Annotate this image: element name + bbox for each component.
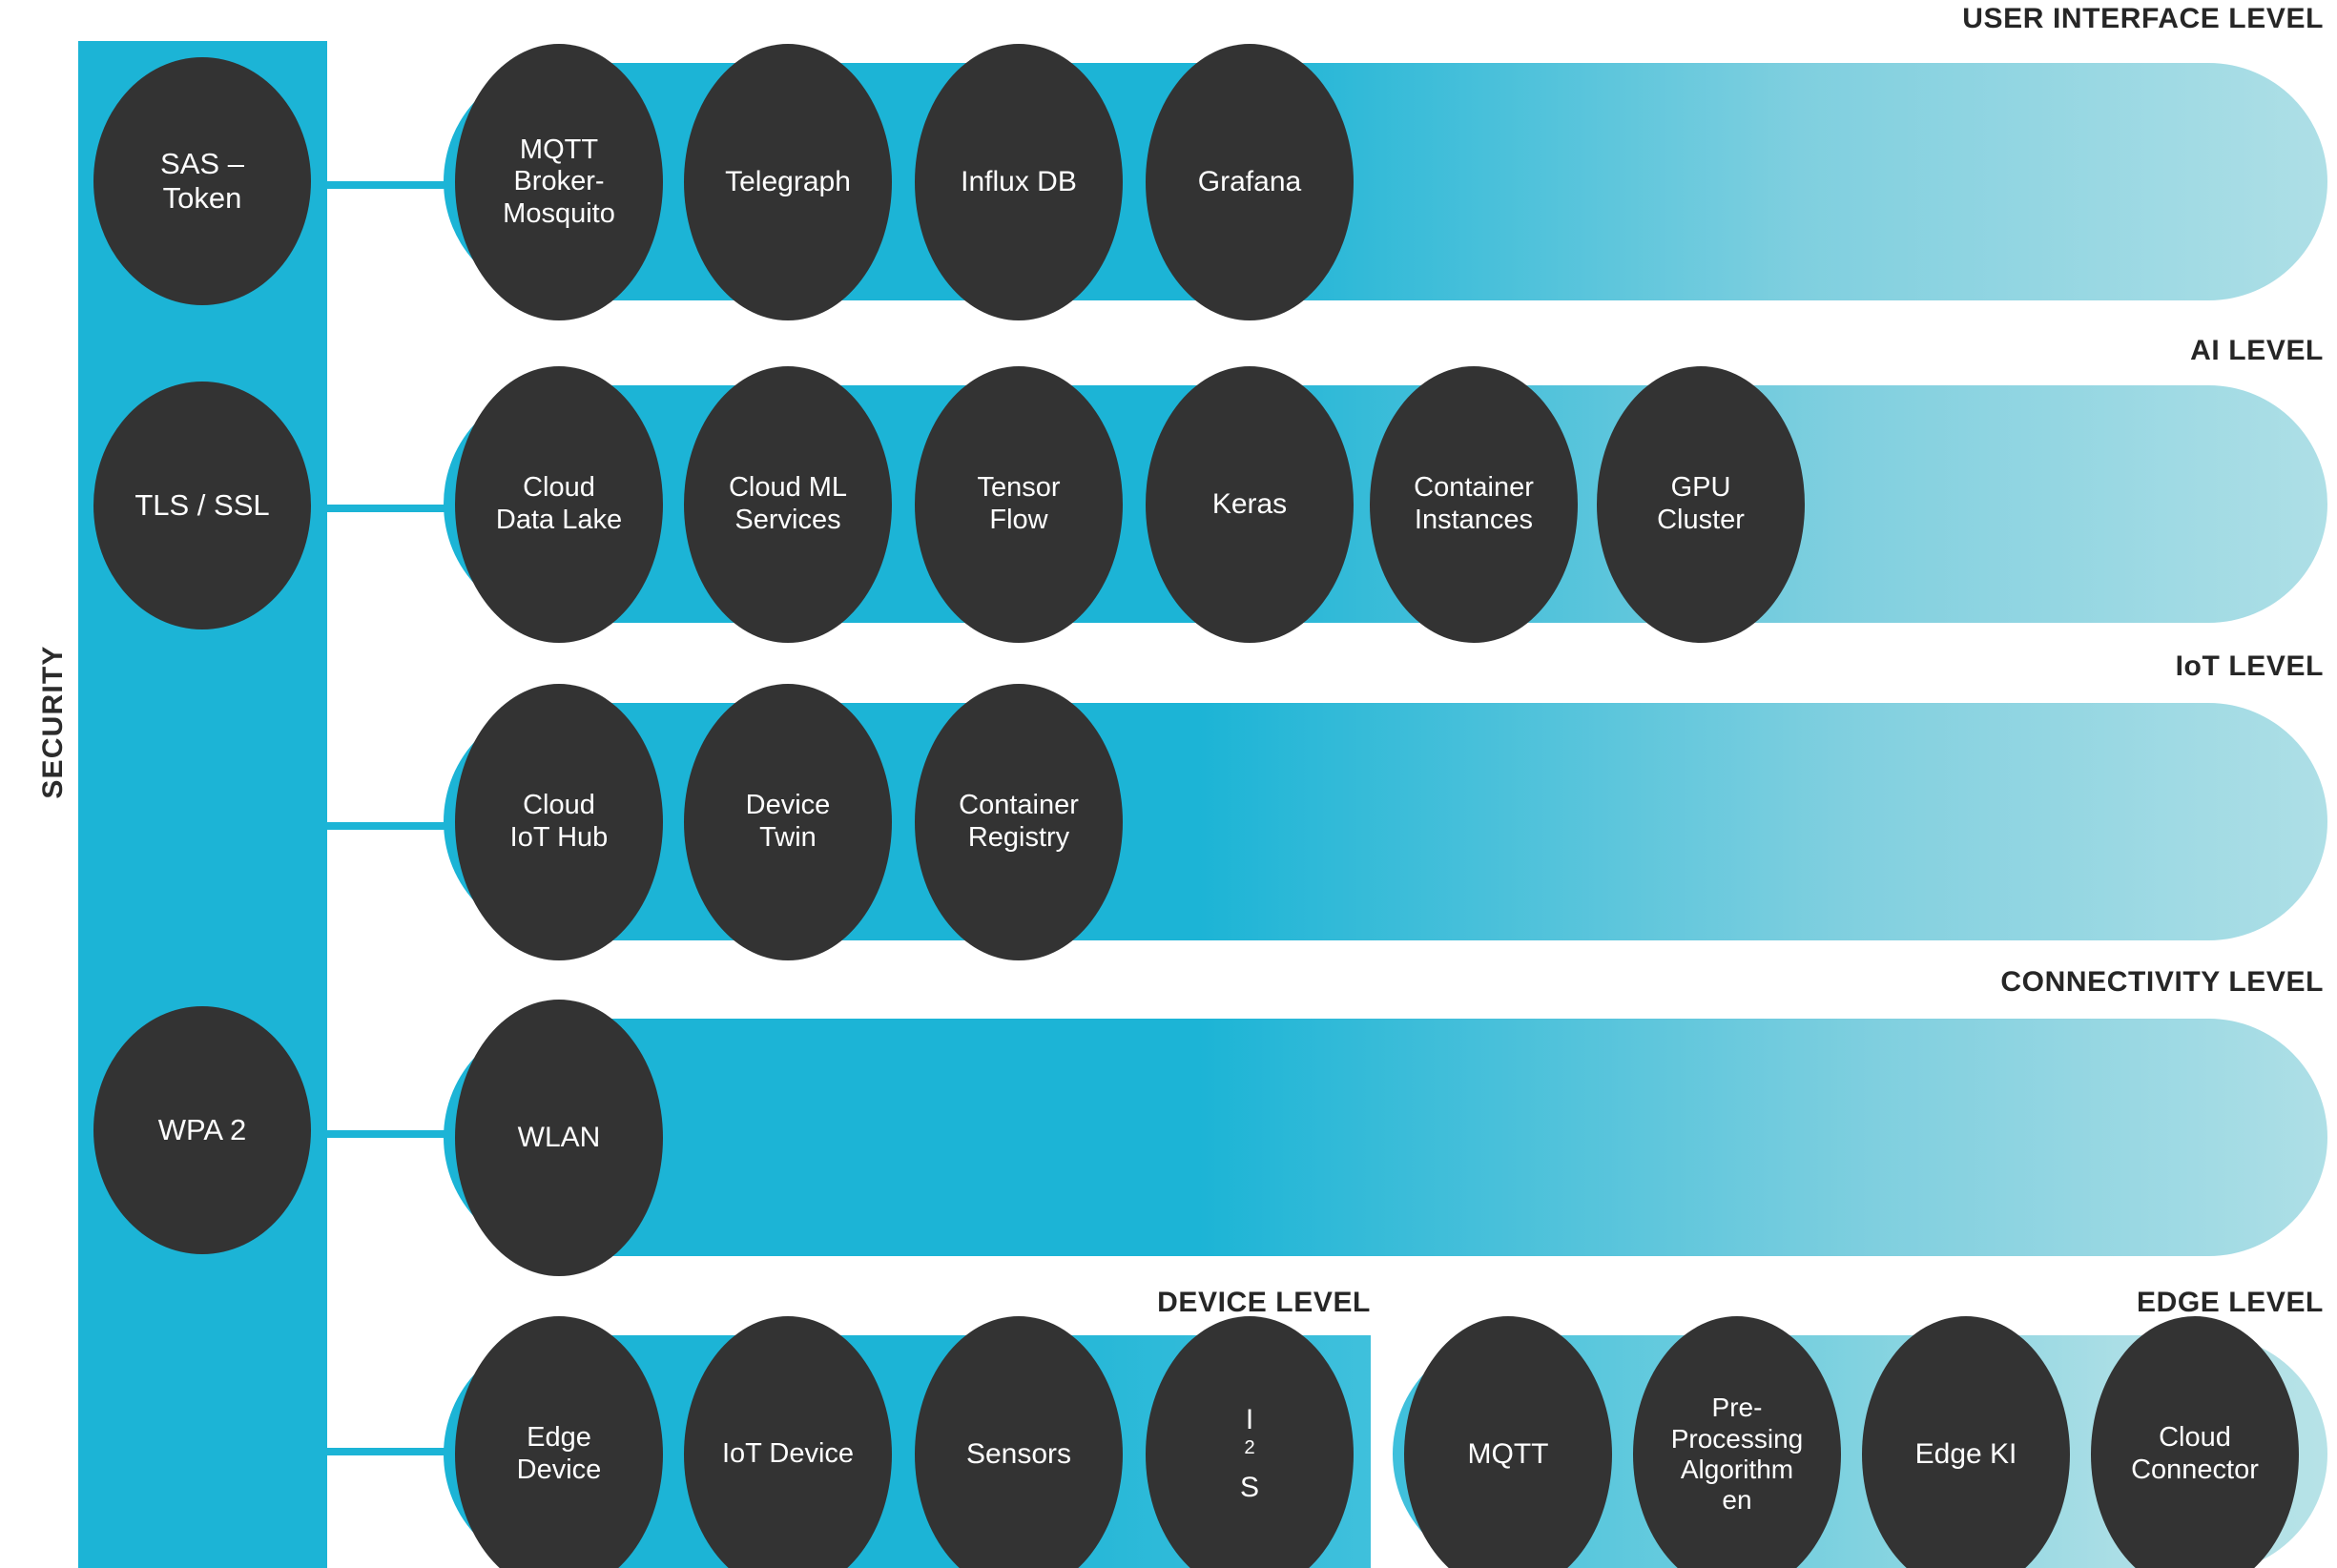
node-cloud-ml-services[interactable]: Cloud ML Services xyxy=(684,366,892,643)
security-label-text: SECURITY xyxy=(37,645,69,799)
node-influx-db[interactable]: Influx DB xyxy=(915,44,1123,320)
node-line-1: Edge xyxy=(527,1422,591,1454)
node-mqtt-broker-mosquito[interactable]: MQTT Broker- Mosquito xyxy=(455,44,663,320)
level-title-device: DEVICE LEVEL xyxy=(1157,1287,1371,1318)
node-label: Cloud Connector xyxy=(2097,1422,2293,1486)
node-cloud-connector[interactable]: Cloud Connector xyxy=(2091,1316,2299,1568)
node-line-1: GPU xyxy=(1670,472,1731,504)
node-cloud-data-lake[interactable]: Cloud Data Lake xyxy=(455,366,663,643)
node-tls-ssl[interactable]: TLS / SSL xyxy=(93,382,311,629)
node-line-1: SAS – xyxy=(160,147,244,181)
node-line-1: Device xyxy=(745,790,831,821)
node-line-1: Container xyxy=(1414,472,1534,504)
node-line-3: Mosquito xyxy=(503,197,615,229)
node-line-2: Twin xyxy=(759,822,817,853)
node-line-1: Cloud xyxy=(523,472,595,504)
node-line-2: Device xyxy=(516,1455,602,1485)
security-label: SECURITY xyxy=(37,627,70,817)
node-label: TLS / SSL xyxy=(134,488,270,523)
node-label: MQTT Broker- Mosquito xyxy=(461,134,657,231)
connector-device-level xyxy=(315,1448,448,1455)
node-line-2: Data Lake xyxy=(495,505,623,535)
node-label: GPU Cluster xyxy=(1603,472,1799,536)
node-line-1: MQTT xyxy=(519,134,599,165)
node-sas-token[interactable]: SAS – Token xyxy=(93,57,311,305)
node-label: Keras xyxy=(1211,487,1288,520)
node-label: SAS – Token xyxy=(99,147,305,216)
node-label: WPA 2 xyxy=(157,1113,247,1147)
node-sensors[interactable]: Sensors xyxy=(915,1316,1123,1568)
band-connectivity xyxy=(444,1019,2327,1256)
node-cloud-iot-hub[interactable]: Cloud IoT Hub xyxy=(455,684,663,960)
node-line-2: Registry xyxy=(967,822,1070,853)
connector-ai-level xyxy=(315,505,448,512)
node-wpa-2[interactable]: WPA 2 xyxy=(93,1006,311,1254)
node-label: Edge KI xyxy=(1914,1437,2017,1470)
node-label: Cloud Data Lake xyxy=(461,472,657,536)
node-iot-device[interactable]: IoT Device xyxy=(684,1316,892,1568)
node-line-2: Flow xyxy=(989,505,1048,535)
level-title-edge: EDGE LEVEL xyxy=(2136,1287,2324,1318)
node-line-4: en xyxy=(1722,1485,1752,1516)
node-line-1: Container xyxy=(959,790,1079,821)
node-line-1: Cloud xyxy=(2159,1422,2231,1454)
node-label: Telegraph xyxy=(725,165,851,197)
node-edge-device[interactable]: Edge Device xyxy=(455,1316,663,1568)
node-label: Pre- Processing Algorithm en xyxy=(1639,1393,1835,1516)
node-label: Container Registry xyxy=(920,790,1117,854)
node-line-2: Instances xyxy=(1414,505,1534,535)
node-line-2: Processing xyxy=(1670,1423,1804,1454)
node-container-registry[interactable]: Container Registry xyxy=(915,684,1123,960)
node-pre-processing-algorithmen[interactable]: Pre- Processing Algorithm en xyxy=(1633,1316,1841,1568)
node-label-superscript: 2 xyxy=(1244,1436,1255,1458)
node-device-twin[interactable]: Device Twin xyxy=(684,684,892,960)
node-label: Tensor Flow xyxy=(920,472,1117,536)
node-mqtt[interactable]: MQTT xyxy=(1404,1316,1612,1568)
node-line-3: Algorithm xyxy=(1680,1455,1794,1484)
node-line-1: Tensor xyxy=(977,472,1061,504)
level-title-iot: IoT LEVEL xyxy=(2175,650,2324,682)
node-line-2: Broker- xyxy=(513,166,605,197)
node-line-1: Cloud ML xyxy=(728,472,848,504)
node-label: WLAN xyxy=(517,1121,601,1153)
node-label: Influx DB xyxy=(961,165,1077,197)
node-label-suffix: S xyxy=(1239,1472,1259,1504)
node-line-1: Cloud xyxy=(523,790,595,821)
node-line-2: IoT Hub xyxy=(509,822,609,853)
level-title-connectivity: CONNECTIVITY LEVEL xyxy=(2000,966,2324,998)
connector-ui-level xyxy=(315,181,448,189)
connector-iot-level xyxy=(315,822,448,830)
node-line-2: Token xyxy=(162,181,242,215)
connector-connectivity-level xyxy=(315,1130,448,1138)
node-telegraph[interactable]: Telegraph xyxy=(684,44,892,320)
node-edge-ki[interactable]: Edge KI xyxy=(1862,1316,2070,1568)
node-line-1: Pre- xyxy=(1711,1393,1763,1423)
node-line-2: Services xyxy=(734,505,841,535)
node-label: Edge Device xyxy=(461,1422,657,1486)
level-title-user-interface: USER INTERFACE LEVEL xyxy=(1962,3,2324,34)
node-label: Cloud IoT Hub xyxy=(461,790,657,854)
node-gpu-cluster[interactable]: GPU Cluster xyxy=(1597,366,1805,643)
node-wlan[interactable]: WLAN xyxy=(455,1000,663,1276)
node-label: IoT Device xyxy=(721,1438,855,1470)
node-label: MQTT xyxy=(1467,1437,1549,1470)
node-label: Grafana xyxy=(1197,165,1302,197)
level-title-ai: AI LEVEL xyxy=(2190,335,2324,366)
node-label: Container Instances xyxy=(1375,472,1572,536)
node-label: Device Twin xyxy=(690,790,886,854)
node-line-2: Connector xyxy=(2131,1455,2259,1485)
node-line-2: Cluster xyxy=(1657,505,1745,535)
node-label-prefix: I xyxy=(1245,1403,1254,1435)
node-label: Sensors xyxy=(965,1437,1072,1470)
node-grafana[interactable]: Grafana xyxy=(1146,44,1354,320)
node-keras[interactable]: Keras xyxy=(1146,366,1354,643)
node-tensor-flow[interactable]: Tensor Flow xyxy=(915,366,1123,643)
node-container-instances[interactable]: Container Instances xyxy=(1370,366,1578,643)
node-label: Cloud ML Services xyxy=(690,472,886,536)
